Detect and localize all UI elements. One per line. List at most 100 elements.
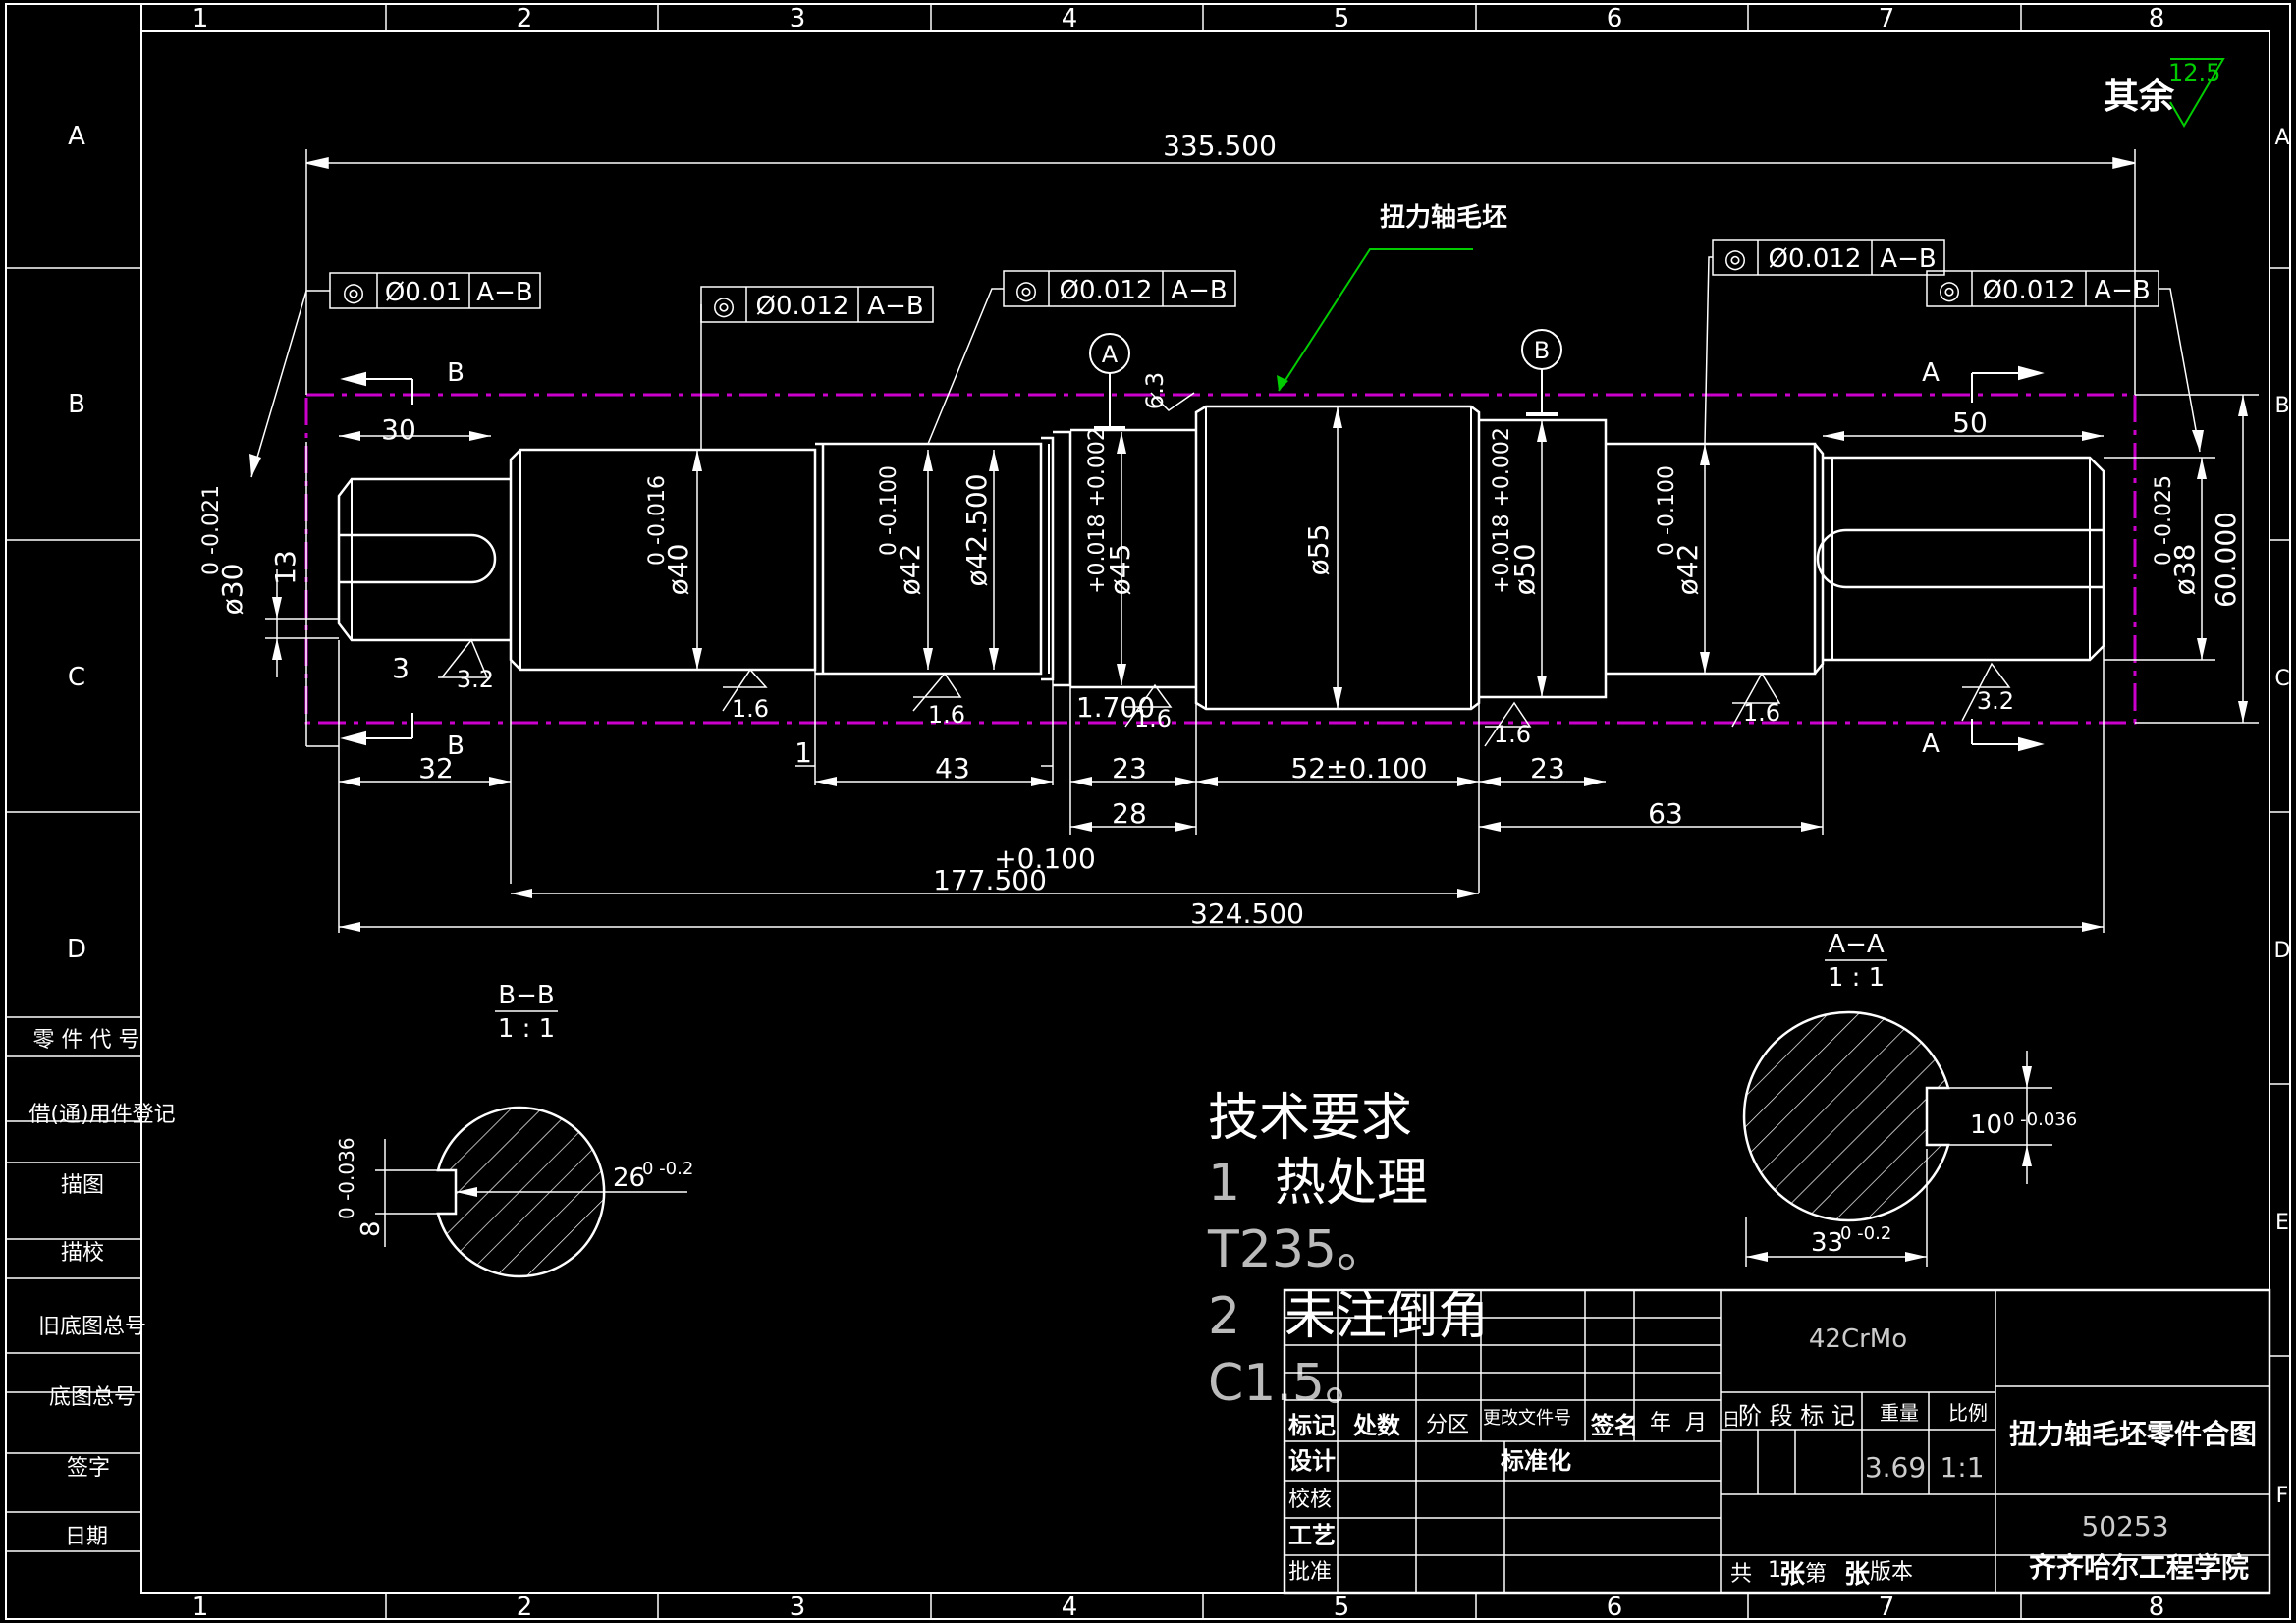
side-table-labels: 零 件 代 号 借(通)用件登记 描图 描校 旧底图总号 底图总号 签字 日期: [28, 1028, 175, 1549]
section-aa-width-tol: 0 -0.036: [2003, 1109, 2077, 1130]
drawing-frame: [5, 3, 2291, 1620]
tol5-datum: A−B: [2094, 276, 2150, 305]
dim-324: 324.500: [1190, 897, 1304, 930]
tb-mark: 标记: [1288, 1412, 1336, 1439]
roughness-1-6-e: 1.6: [1743, 699, 1780, 727]
dim-d30: ø30: [216, 564, 248, 616]
tb-scale: 1:1: [1940, 1451, 1984, 1484]
dim-d55: ø55: [1302, 524, 1335, 576]
tb-standardize: 标准化: [1501, 1447, 1571, 1475]
section-aa-arrows: [1746, 1066, 2032, 1262]
dim-d30-tol: 0 -0.021: [199, 485, 224, 575]
title-block-roles: 设计 标准化 校核 工艺 批准: [1288, 1447, 1571, 1585]
tolerance-frame-5: ◎ Ø0.012 A−B: [1926, 270, 2204, 453]
dim-d38: ø38: [2168, 544, 2201, 596]
zone-row-b-right: B: [2274, 394, 2289, 418]
zone-row-c: C: [68, 663, 85, 692]
datum-b-label: B: [1534, 337, 1550, 364]
dim-d42a: ø42: [894, 544, 926, 596]
dim-overall-text: 335.500: [1163, 130, 1277, 162]
tb-school: 齐齐哈尔工程学院: [2029, 1551, 2249, 1584]
dim-texts-below: 30 50 3 32 1 43 23 28 52±0.100 23 63 +0.…: [381, 406, 1988, 930]
tol2-datum: A−B: [867, 292, 923, 321]
dim-d42-5: ø42.500: [960, 473, 993, 586]
zone-col-8-bottom: 8: [2149, 1593, 2165, 1622]
tb-stage-mark: 阶 段 标 记: [1738, 1402, 1855, 1430]
part-label: 扭力轴毛坯: [1380, 203, 1507, 233]
frame-zone-labels: 1 2 3 4 5 6 7 8 1 2 3 4 5 6 7 8 A B C D …: [67, 4, 2290, 1622]
section-bb-width: 8: [356, 1220, 386, 1237]
zone-row-c-right: C: [2274, 667, 2289, 691]
section-bb-arrow: [456, 1187, 477, 1197]
dim-key-left: 30: [381, 413, 416, 446]
zone-col-3: 3: [790, 4, 806, 33]
roughness-3-2-left: 3.2: [457, 666, 494, 693]
section-bb-depth: 26: [613, 1163, 645, 1193]
tb-count: 处数: [1352, 1412, 1401, 1439]
section-mark-a-bottom: A: [1922, 730, 1940, 759]
tol2-value: Ø0.012: [756, 292, 849, 321]
dim-d60: 60.000: [2210, 512, 2242, 608]
tb-sheet-unit2: 张: [1844, 1560, 1871, 1590]
dim-d40: ø40: [662, 544, 694, 596]
tb-sheet-info: 共 1 张 第 张 版本: [1730, 1558, 1913, 1590]
tech-item1: 热处理: [1275, 1154, 1428, 1213]
zone-col-1-bottom: 1: [192, 1593, 209, 1622]
side-label-trace: 描图: [61, 1173, 104, 1198]
side-label-old-master-no: 旧底图总号: [38, 1315, 146, 1339]
side-label-date: 日期: [65, 1525, 108, 1549]
tb-drawing-title: 扭力轴毛坯零件合图: [2009, 1418, 2257, 1450]
dim-tol-up: +0.100: [994, 842, 1096, 875]
tech-item2: 未注倒角: [1285, 1287, 1489, 1346]
tolerance-frame-4: ◎ Ø0.012 A−B: [1704, 239, 1945, 445]
roughness-note-symbol: [2169, 58, 2225, 128]
dim-177: 177.500: [933, 864, 1047, 896]
zone-col-6: 6: [1607, 4, 1623, 33]
tol4-datum: A−B: [1880, 244, 1936, 274]
tb-process: 工艺: [1288, 1522, 1336, 1549]
dim-d40-tol: 0 -0.016: [645, 475, 670, 566]
dim-d45-tol: +0.018 +0.002: [1085, 427, 1110, 594]
zone-row-d-right: D: [2274, 939, 2291, 963]
zone-col-7-bottom: 7: [1879, 1593, 1895, 1622]
zone-col-2-bottom: 2: [517, 1593, 533, 1622]
tol2-symbol: ◎: [713, 292, 736, 321]
dim-43: 43: [935, 752, 970, 784]
dim-lines-below: [305, 435, 2105, 933]
datum-a-label: A: [1102, 341, 1119, 368]
roughness-1-6-a: 1.6: [732, 695, 769, 723]
side-label-signature: 签字: [67, 1456, 110, 1481]
zone-row-d: D: [67, 935, 86, 964]
section-bb-depth-tol: 0 -0.2: [642, 1159, 693, 1179]
roughness-note-value: 12.5: [2168, 59, 2220, 86]
tb-day: 日: [1722, 1410, 1740, 1431]
roughness-symbols: [438, 392, 2011, 747]
tolerance-frame-2: ◎ Ø0.012 A−B: [700, 286, 934, 450]
tb-sign: 签名: [1590, 1412, 1638, 1439]
dim-overall: [305, 149, 2136, 395]
section-bb-scale: 1 : 1: [498, 1014, 555, 1044]
section-bb-dims: [375, 1139, 687, 1247]
part-label-leader: [1278, 248, 1473, 392]
zone-col-8: 8: [2149, 4, 2165, 33]
section-markers: [340, 365, 2045, 752]
dim-52: 52±0.100: [1290, 752, 1427, 784]
tech-requirements: 技术要求 1 热处理 T235。 2 未注倒角 C1.5。: [1207, 1089, 1489, 1413]
section-aa-width: 10: [1970, 1110, 2002, 1140]
keyway-right: [1816, 528, 2104, 589]
section-aa-scale: 1 : 1: [1828, 963, 1885, 993]
section-marker-labels: B B A A: [447, 358, 1940, 761]
zone-col-6-bottom: 6: [1607, 1593, 1623, 1622]
tb-zone: 分区: [1426, 1413, 1469, 1437]
dim-d42b: ø42: [1671, 544, 1704, 596]
dim-texts-vertical: ø30 0 -0.021 13 ø40 0 -0.016 ø42 0 -0.10…: [199, 427, 2242, 615]
part-label-arrow: [1277, 375, 1288, 391]
datum-b: [1521, 329, 1562, 416]
roughness-values: 6.3 3.2 1.6 1.6 1.6 1.6 1.6 3.2: [457, 372, 2014, 748]
tb-year: 年: [1650, 1411, 1671, 1435]
section-mark-a-top: A: [1922, 358, 1940, 388]
dim-lines-vertical: [265, 394, 2259, 724]
section-aa-profile: [1742, 1010, 1950, 1222]
zone-row-b: B: [68, 390, 85, 419]
